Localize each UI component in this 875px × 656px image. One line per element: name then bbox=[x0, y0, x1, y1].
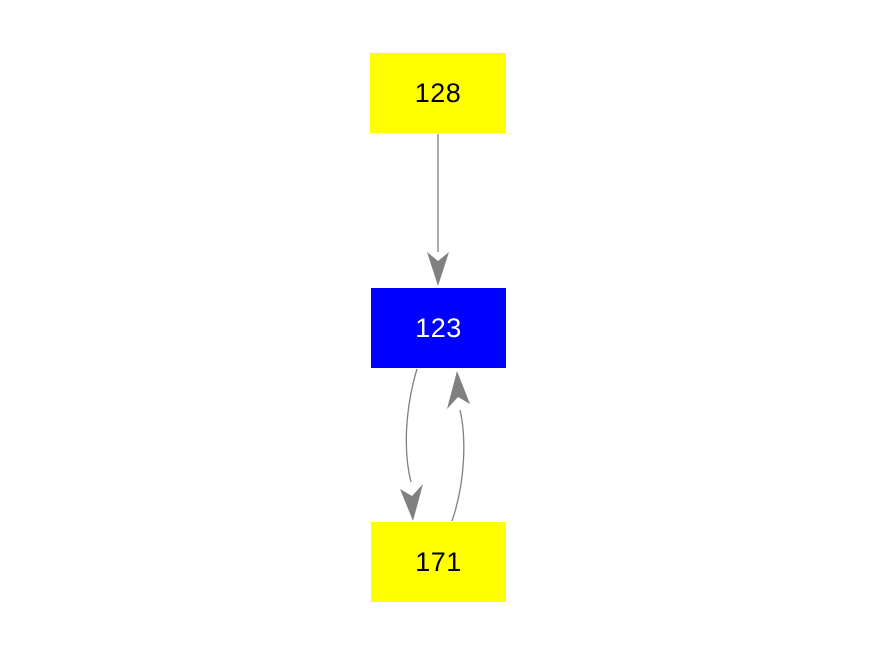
edge-123-171[interactable] bbox=[400, 368, 423, 521]
graph-node-171-label: 171 bbox=[415, 546, 462, 577]
graph-node-123[interactable]: 123 bbox=[371, 288, 506, 368]
edge-123-171-line bbox=[405, 368, 418, 483]
edge-128-123[interactable] bbox=[427, 134, 449, 286]
graph-node-128-label: 128 bbox=[414, 77, 462, 108]
graph-node-123-label: 123 bbox=[415, 312, 462, 343]
edge-171-123[interactable] bbox=[447, 371, 470, 522]
edge-171-123-arrowhead bbox=[447, 371, 470, 409]
edge-171-123-line bbox=[451, 409, 465, 522]
graph-node-171[interactable]: 171 bbox=[371, 522, 506, 602]
graph-node-128[interactable]: 128 bbox=[370, 53, 506, 133]
edge-123-171-arrowhead bbox=[400, 484, 423, 521]
edge-128-123-arrowhead bbox=[427, 252, 449, 286]
